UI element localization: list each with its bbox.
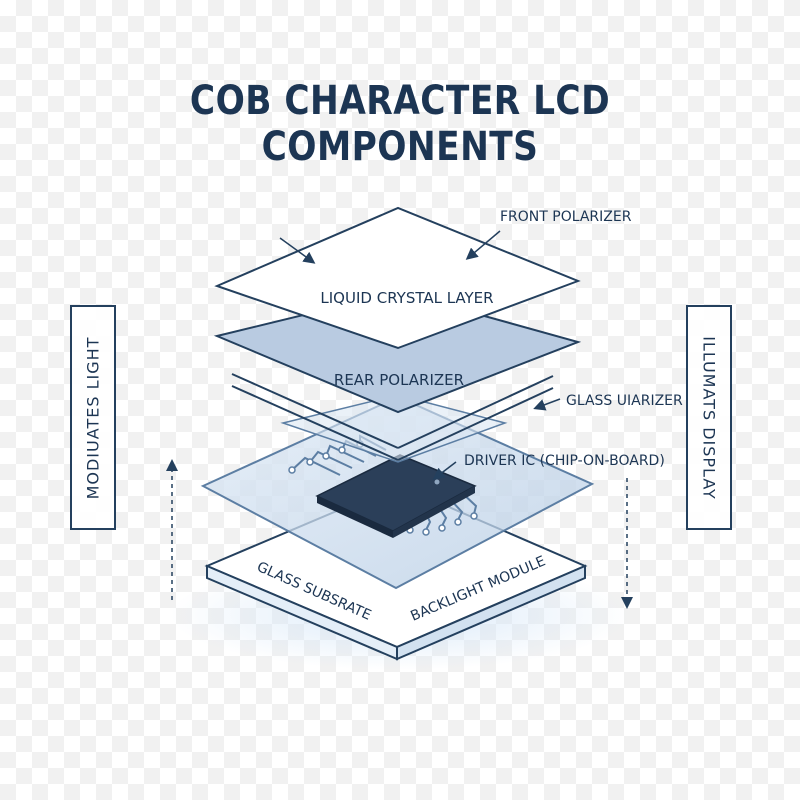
illuminates-display-box: ILLUMATS DISPLAY — [686, 305, 732, 530]
arrow-driver — [432, 461, 457, 480]
arrow-front-right — [465, 230, 501, 260]
side-label-right: ILLUMATS DISPLAY — [699, 335, 719, 500]
label-rear-polarizer: REAR POLARIZER — [334, 371, 464, 389]
front-polarizer-sheet — [214, 206, 581, 350]
modulates-light-box: MODIUATES LIGHT — [70, 305, 116, 530]
arrow-glass — [533, 398, 561, 411]
side-label-left: MODIUATES LIGHT — [83, 336, 103, 499]
label-glass-uiarizer: GLASS UIARIZER — [566, 393, 683, 409]
diagram-title: COB CHARACTER LCD COMPONENTS — [189, 78, 611, 170]
arrow-front-left — [279, 237, 316, 264]
rear-polarizer-lines — [231, 373, 554, 461]
label-driver-ic: DRIVER IC (CHIP-ON-BOARD) — [464, 453, 665, 469]
glass-layer — [280, 394, 508, 463]
label-front-polarizer: FRONT POLARIZER — [500, 209, 632, 225]
label-liquid-crystal-layer: LIQUID CRYSTAL LAYER — [320, 289, 493, 307]
